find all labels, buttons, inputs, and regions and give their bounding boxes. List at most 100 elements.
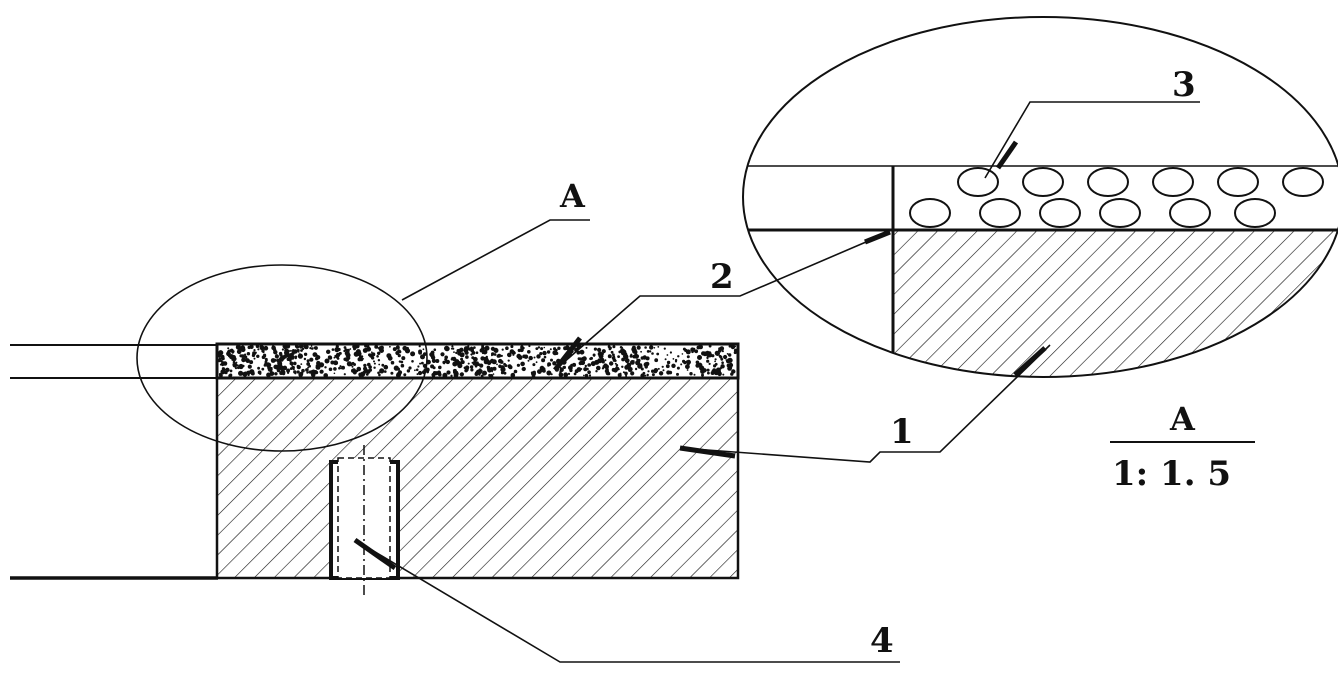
coating-grain	[706, 356, 709, 360]
coating-grain	[414, 369, 416, 372]
coating-grain	[381, 363, 385, 367]
coating-grain	[392, 347, 397, 352]
coating-grain	[646, 373, 649, 377]
coating-grain	[578, 361, 583, 366]
coating-grain	[303, 352, 308, 356]
coating-grain	[292, 368, 295, 371]
coating-grain	[376, 355, 379, 358]
coating-grain	[540, 347, 544, 351]
coating-grain	[443, 362, 446, 365]
coating-grain	[438, 365, 442, 370]
coating-grain	[528, 344, 531, 348]
coating-grain	[491, 370, 494, 373]
coating-grain	[344, 357, 348, 360]
coating-grain	[469, 365, 474, 369]
coating-grain	[445, 359, 450, 365]
coating-grain	[651, 352, 654, 355]
coating-grain	[555, 351, 559, 355]
coating-grain	[610, 350, 614, 354]
coating-grain	[300, 363, 303, 365]
coating-grain	[396, 367, 400, 371]
coating-grain	[307, 360, 310, 363]
coating-grain	[664, 358, 667, 361]
coating-grain	[415, 368, 419, 372]
coating-grain	[684, 348, 688, 352]
coating-grain	[333, 356, 336, 359]
coating-grain	[335, 345, 339, 349]
coating-grain	[303, 344, 309, 350]
coating-grain	[239, 372, 243, 376]
coating-grain	[333, 372, 336, 375]
coating-grain	[460, 357, 464, 361]
coating-grain	[453, 351, 455, 353]
coating-grain	[707, 352, 710, 355]
coating-grain	[363, 363, 367, 368]
coating-grain	[358, 372, 363, 377]
coating-grain	[464, 350, 469, 355]
particle	[979, 198, 1021, 228]
coating-grain	[586, 367, 589, 371]
coating-grain	[390, 360, 395, 365]
coating-grain	[533, 356, 536, 359]
coating-grain	[229, 373, 233, 377]
coating-grain	[401, 356, 406, 361]
coating-grain	[672, 358, 675, 360]
coating-grain	[474, 357, 478, 362]
leader-lines	[353, 101, 1200, 663]
coating-grain	[649, 345, 654, 350]
coating-grain	[420, 354, 425, 360]
coating-grain	[550, 358, 553, 362]
particle	[1022, 167, 1064, 197]
coating-grain	[503, 371, 507, 375]
coating-grain	[366, 345, 370, 348]
coating-grain	[710, 371, 715, 375]
coating-grain	[386, 353, 392, 359]
particle	[1099, 198, 1141, 228]
coating-grain	[367, 362, 371, 367]
coating-grain	[337, 347, 341, 352]
coating-grain	[418, 370, 423, 376]
label-part-1: 1	[890, 412, 914, 452]
coating-grain	[442, 372, 448, 378]
coating-grain	[297, 351, 300, 353]
coating-grain	[227, 349, 231, 353]
coating-grain	[562, 365, 567, 369]
coating-grain	[343, 349, 346, 353]
coating-grain	[261, 367, 265, 371]
coating-grain	[419, 362, 422, 365]
coating-grain	[316, 355, 321, 360]
coating-grain	[481, 352, 484, 355]
coating-grain	[459, 352, 465, 358]
coating-grain	[523, 354, 529, 359]
coating-grain	[682, 359, 686, 363]
coating-grain	[490, 374, 494, 378]
particle	[1039, 198, 1081, 228]
coating-grain	[373, 366, 376, 369]
coating-grain	[587, 363, 591, 367]
coating-grain	[653, 369, 658, 374]
coating-grain	[259, 372, 262, 375]
coating-grain	[247, 364, 252, 369]
coating-grain	[501, 348, 504, 351]
coating-grain	[471, 356, 475, 360]
coating-grain	[640, 367, 644, 371]
coating-grain	[644, 365, 648, 369]
coating-grain	[686, 355, 690, 359]
coating-grain	[390, 371, 394, 375]
coating-grain	[418, 350, 422, 355]
coating-grain	[594, 359, 600, 365]
coating-grain	[674, 360, 678, 363]
coating-grain	[430, 355, 436, 360]
coating-grain	[702, 368, 707, 373]
coating-grain	[257, 366, 260, 370]
coating-grain	[587, 370, 591, 375]
coating-grain	[256, 354, 260, 358]
coating-grain	[665, 364, 670, 369]
coating-grain	[513, 351, 516, 355]
coating-grain	[576, 345, 580, 349]
coating-grain	[543, 346, 546, 349]
coating-grain	[539, 352, 543, 356]
coating-grain	[559, 367, 564, 372]
coating-grain	[298, 344, 304, 349]
